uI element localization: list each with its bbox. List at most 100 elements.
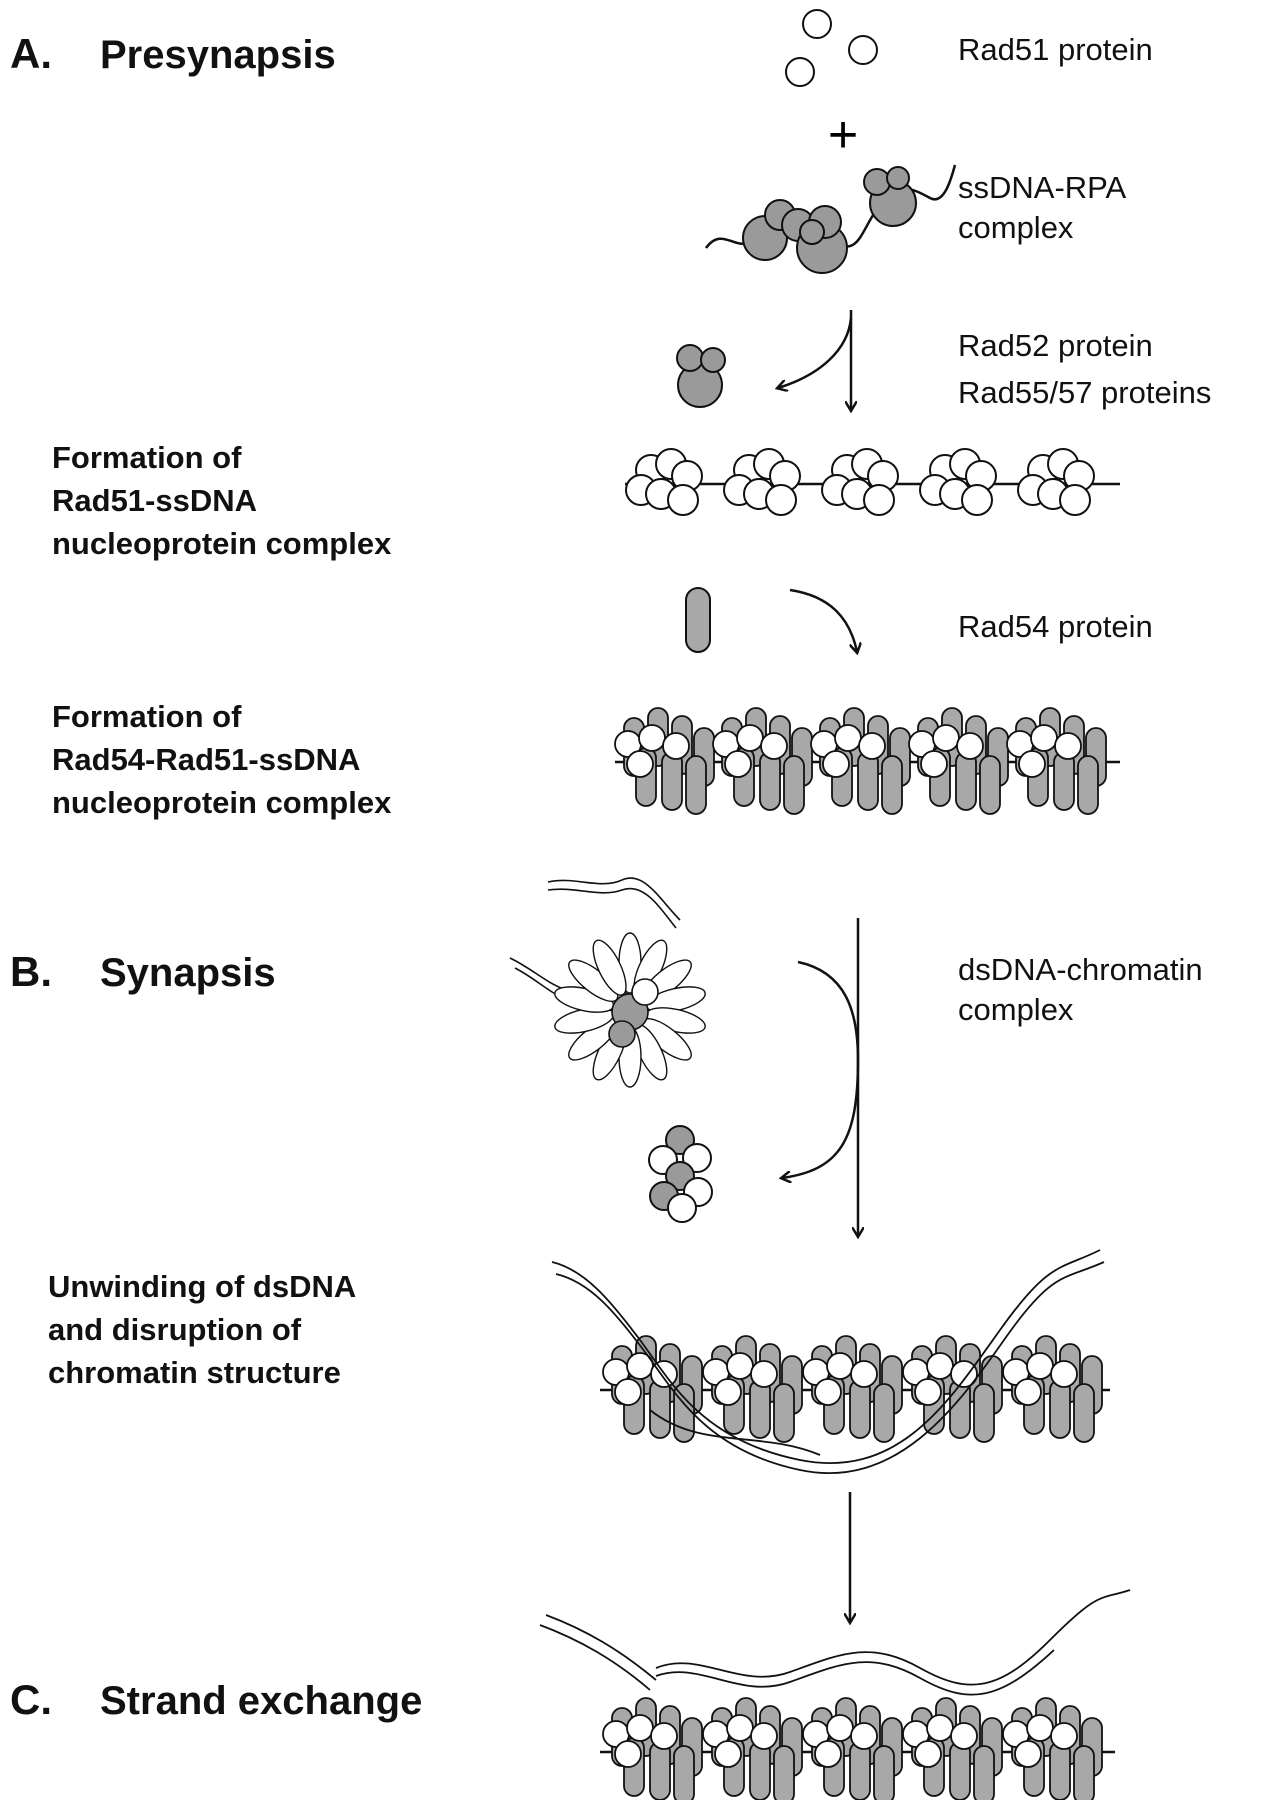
rad54-cylinder (759, 751, 781, 811)
rad51-monomer (926, 1714, 954, 1742)
step-rad51-line-1: Formation of (52, 440, 242, 475)
rad54-cylinder (661, 751, 683, 811)
rad51-monomer (950, 1722, 978, 1750)
step-unwinding-label: Unwinding of dsDNA and disruption of chr… (48, 1265, 356, 1394)
step-unwinding-line-3: chromatin structure (48, 1355, 341, 1390)
rad51-monomer (614, 1740, 642, 1768)
rad54-cylinder (873, 1745, 895, 1800)
rad51-free-proteins (785, 9, 878, 87)
rad51-monomer (1014, 1378, 1042, 1406)
rad54-cylinder (649, 1741, 671, 1800)
rad51-monomer (662, 732, 690, 760)
rad51-monomer (920, 750, 948, 778)
step-unwinding-line-2: and disruption of (48, 1312, 302, 1347)
rad51-monomer (826, 1352, 854, 1380)
rad51-monomer (724, 750, 752, 778)
rad54-cylinder (1073, 1745, 1095, 1800)
rad51-monomer (1050, 1722, 1078, 1750)
rad54-cylinder (649, 1379, 671, 1439)
section-a-letter: A. (10, 30, 52, 77)
rad51-monomer (1030, 724, 1058, 752)
rad51-monomer (714, 1740, 742, 1768)
ssdna-rpa-line-2: complex (958, 210, 1074, 245)
rad54-cylinder (1077, 755, 1099, 815)
rad54-cylinder (857, 751, 879, 811)
rad51-monomer (814, 1740, 842, 1768)
rad54-cylinder (749, 1379, 771, 1439)
nucleosome-loop (592, 939, 627, 996)
rad51-monomer (626, 750, 654, 778)
rad55-57-proteins-label: Rad55/57 proteins (958, 375, 1212, 410)
dsdna-chromatin-line-2: complex (958, 992, 1074, 1027)
ssdna-rpa-complex (704, 164, 957, 274)
rad51-monomer (667, 484, 699, 516)
rad51-monomer (1059, 484, 1091, 516)
unwinding-dsdna (551, 1249, 1105, 1474)
rad52-protein (676, 344, 726, 408)
section-c-title: Strand exchange (100, 1679, 423, 1723)
histone-octamer (648, 1125, 713, 1223)
rad54-cylinder (673, 1383, 695, 1443)
rad51-monomer (760, 732, 788, 760)
rad54-cylinder (979, 755, 1001, 815)
section-a-title: Presynapsis (100, 33, 336, 77)
rad51-monomer (914, 1378, 942, 1406)
rad51-monomer (650, 1722, 678, 1750)
step-rad54-line-2: Rad54-Rad51-ssDNA (52, 742, 361, 777)
arrow-rad54-addition (789, 588, 857, 652)
step-rad54-line-1: Formation of (52, 699, 242, 734)
rad51-monomer (736, 724, 764, 752)
rad54-protein-shape (685, 587, 711, 653)
rad51-monomer (1018, 750, 1046, 778)
rad51-monomer (826, 1714, 854, 1742)
rad51-monomer (750, 1360, 778, 1388)
rad51-monomer (814, 1378, 842, 1406)
rad51-monomer (850, 1722, 878, 1750)
rad51-monomer (1026, 1714, 1054, 1742)
unwinding-complex (600, 1335, 1110, 1443)
strand-exchange-dsdna (539, 1589, 1131, 1696)
section-a-heading: A. Presynapsis (10, 30, 336, 78)
step-unwinding-line-1: Unwinding of dsDNA (48, 1269, 357, 1304)
rad54-cylinder (783, 755, 805, 815)
rad51-monomer (914, 1740, 942, 1768)
rad51-monomer (850, 1360, 878, 1388)
rad54-cylinder (849, 1379, 871, 1439)
step-rad54-complex-label: Formation of Rad54-Rad51-ssDNA nucleopro… (52, 695, 391, 824)
release-arrow-histones (782, 960, 860, 1178)
rad51-monomer (932, 724, 960, 752)
rad51-monomer (1050, 1360, 1078, 1388)
rad51-monomer (1014, 1740, 1042, 1768)
rad54-cylinder (881, 755, 903, 815)
rad54-cylinder (873, 1383, 895, 1443)
rad51-protein-label: Rad51 protein (958, 32, 1153, 67)
section-c-letter: C. (10, 1676, 52, 1723)
rad54-cylinder (773, 1383, 795, 1443)
rad51-monomer (614, 1378, 642, 1406)
rad52-protein-label: Rad52 protein (958, 328, 1153, 363)
step-rad54-line-3: nucleoprotein complex (52, 785, 392, 820)
rad51-monomer (726, 1352, 754, 1380)
rad51-monomer (926, 1352, 954, 1380)
rad54-cylinder (749, 1741, 771, 1800)
rad54-cylinder (955, 751, 977, 811)
strand-exchange-complex (600, 1697, 1115, 1800)
rad54-rad51-ssdna-filament (614, 707, 1120, 815)
rad54-protein-label: Rad54 protein (958, 609, 1153, 644)
rad51-monomer (714, 1378, 742, 1406)
dsdna-chromatin-label: dsDNA-chromatin complex (958, 950, 1203, 1030)
rad54-cylinder (973, 1745, 995, 1800)
rad51-monomer (626, 1714, 654, 1742)
rad54-cylinder (849, 1741, 871, 1800)
ssdna-rpa-label: ssDNA-RPA complex (958, 168, 1126, 248)
section-b-letter: B. (10, 948, 52, 995)
rad54-cylinder (1049, 1379, 1071, 1439)
rad54-cylinder (1049, 1741, 1071, 1800)
rad54-cylinder (1053, 751, 1075, 811)
rad54-cylinder (973, 1383, 995, 1443)
step-rad51-complex-label: Formation of Rad51-ssDNA nucleoprotein c… (52, 436, 391, 565)
rad51-monomer (1054, 732, 1082, 760)
step-rad51-line-3: nucleoprotein complex (52, 526, 392, 561)
rad51-monomer (961, 484, 993, 516)
section-b-title: Synapsis (100, 951, 276, 995)
